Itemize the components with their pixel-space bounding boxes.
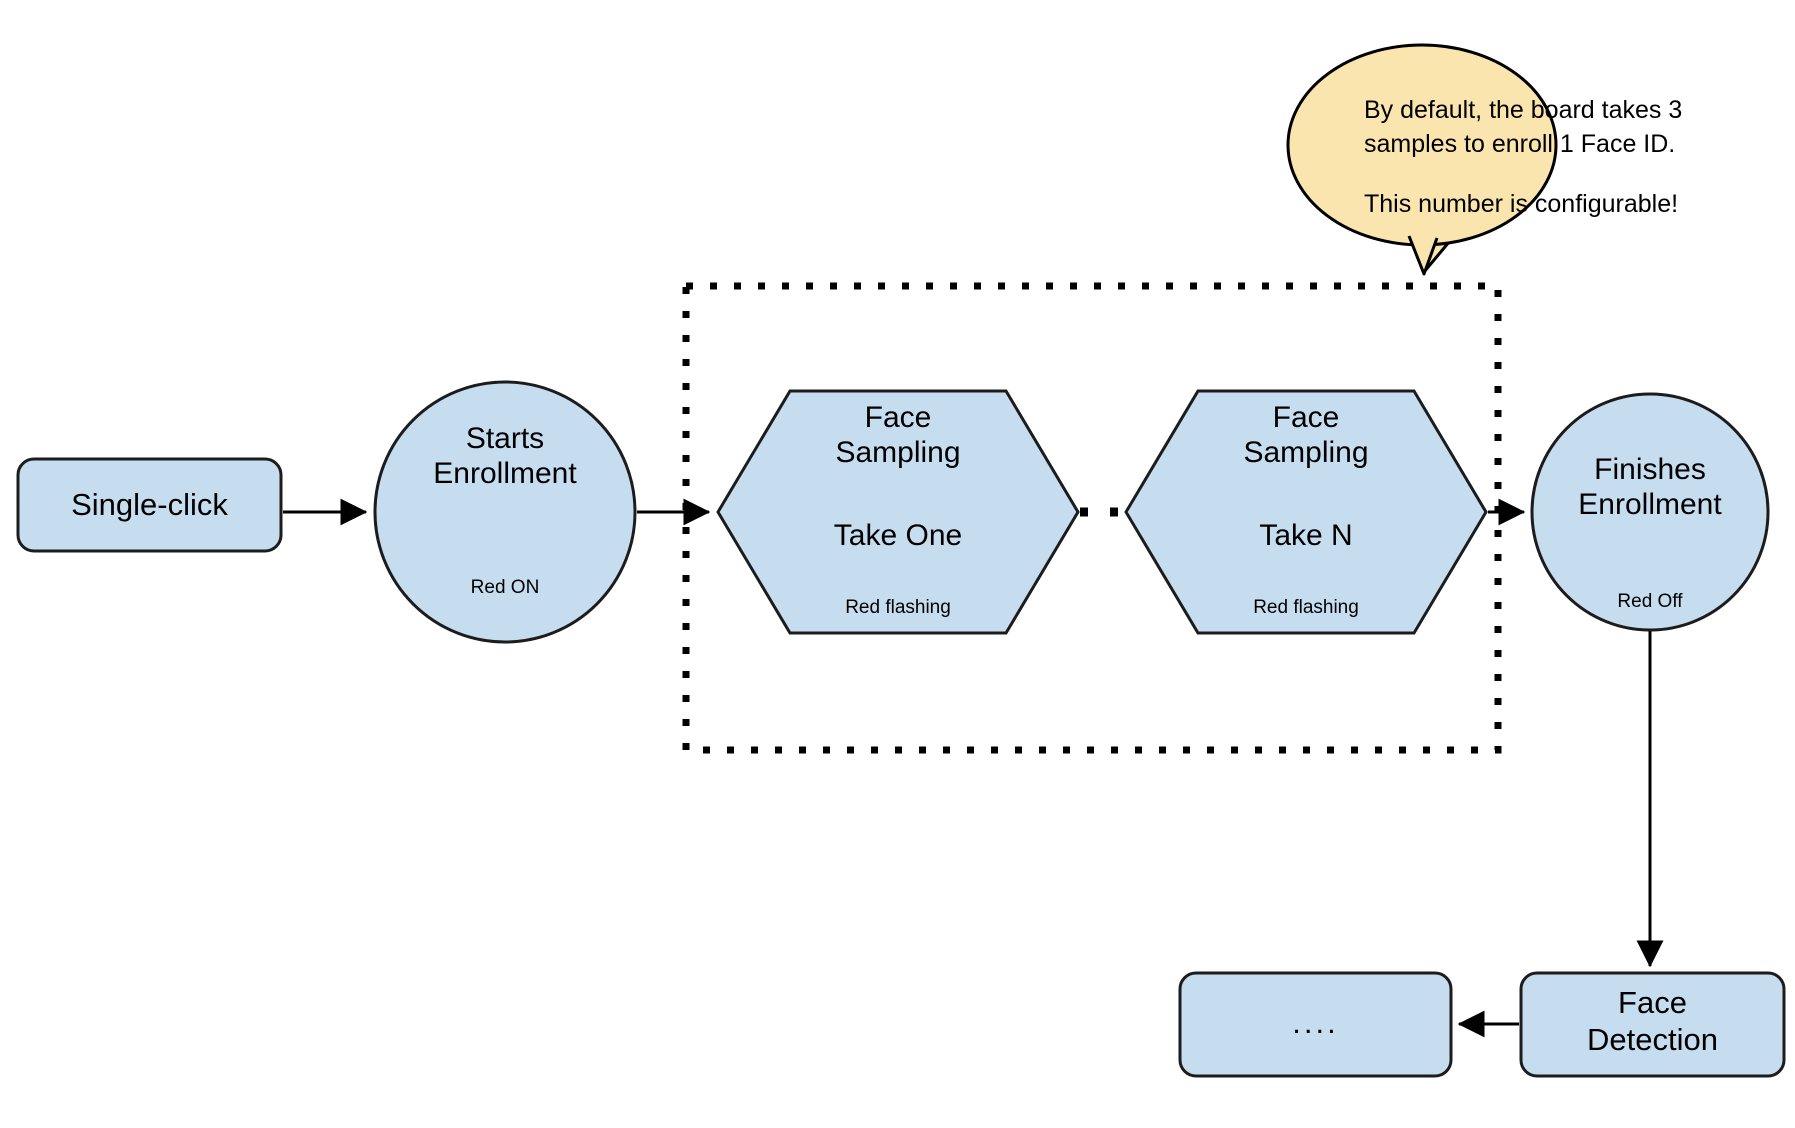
node-starts-enrollment-shape[interactable] xyxy=(373,380,637,644)
node-face-sampling-n-shape[interactable] xyxy=(1124,389,1488,635)
node-single-click-shape[interactable] xyxy=(16,457,283,553)
callout-tail-outline xyxy=(1407,235,1439,276)
node-face-sampling-one-shape[interactable] xyxy=(716,389,1080,635)
sampling-group-box xyxy=(682,282,1502,754)
node-continues-shape[interactable] xyxy=(1178,971,1453,1078)
callout-bubble xyxy=(1286,43,1558,247)
node-face-detection-shape[interactable] xyxy=(1519,971,1786,1078)
node-finishes-enrollment-shape[interactable] xyxy=(1530,392,1770,632)
